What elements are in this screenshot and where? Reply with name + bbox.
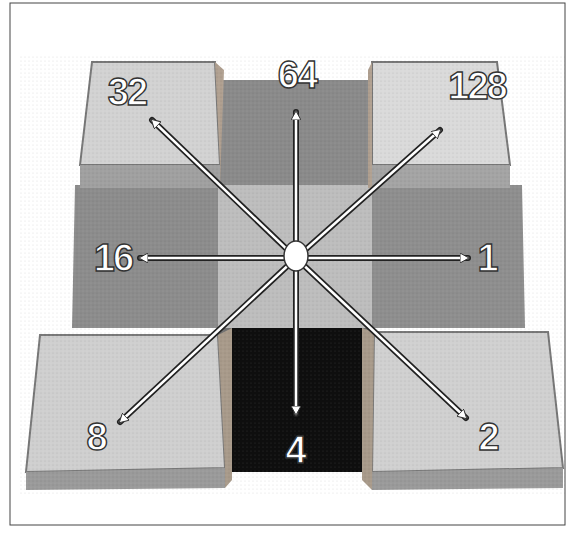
direction-code: 2 xyxy=(478,418,497,456)
direction-code: 128 xyxy=(448,67,505,105)
direction-code: 4 xyxy=(285,431,304,469)
direction-code: 16 xyxy=(94,239,132,277)
direction-code: 8 xyxy=(86,418,105,456)
direction-code: 64 xyxy=(278,56,316,94)
direction-code: 32 xyxy=(108,73,146,111)
direction-code: 1 xyxy=(477,239,496,277)
